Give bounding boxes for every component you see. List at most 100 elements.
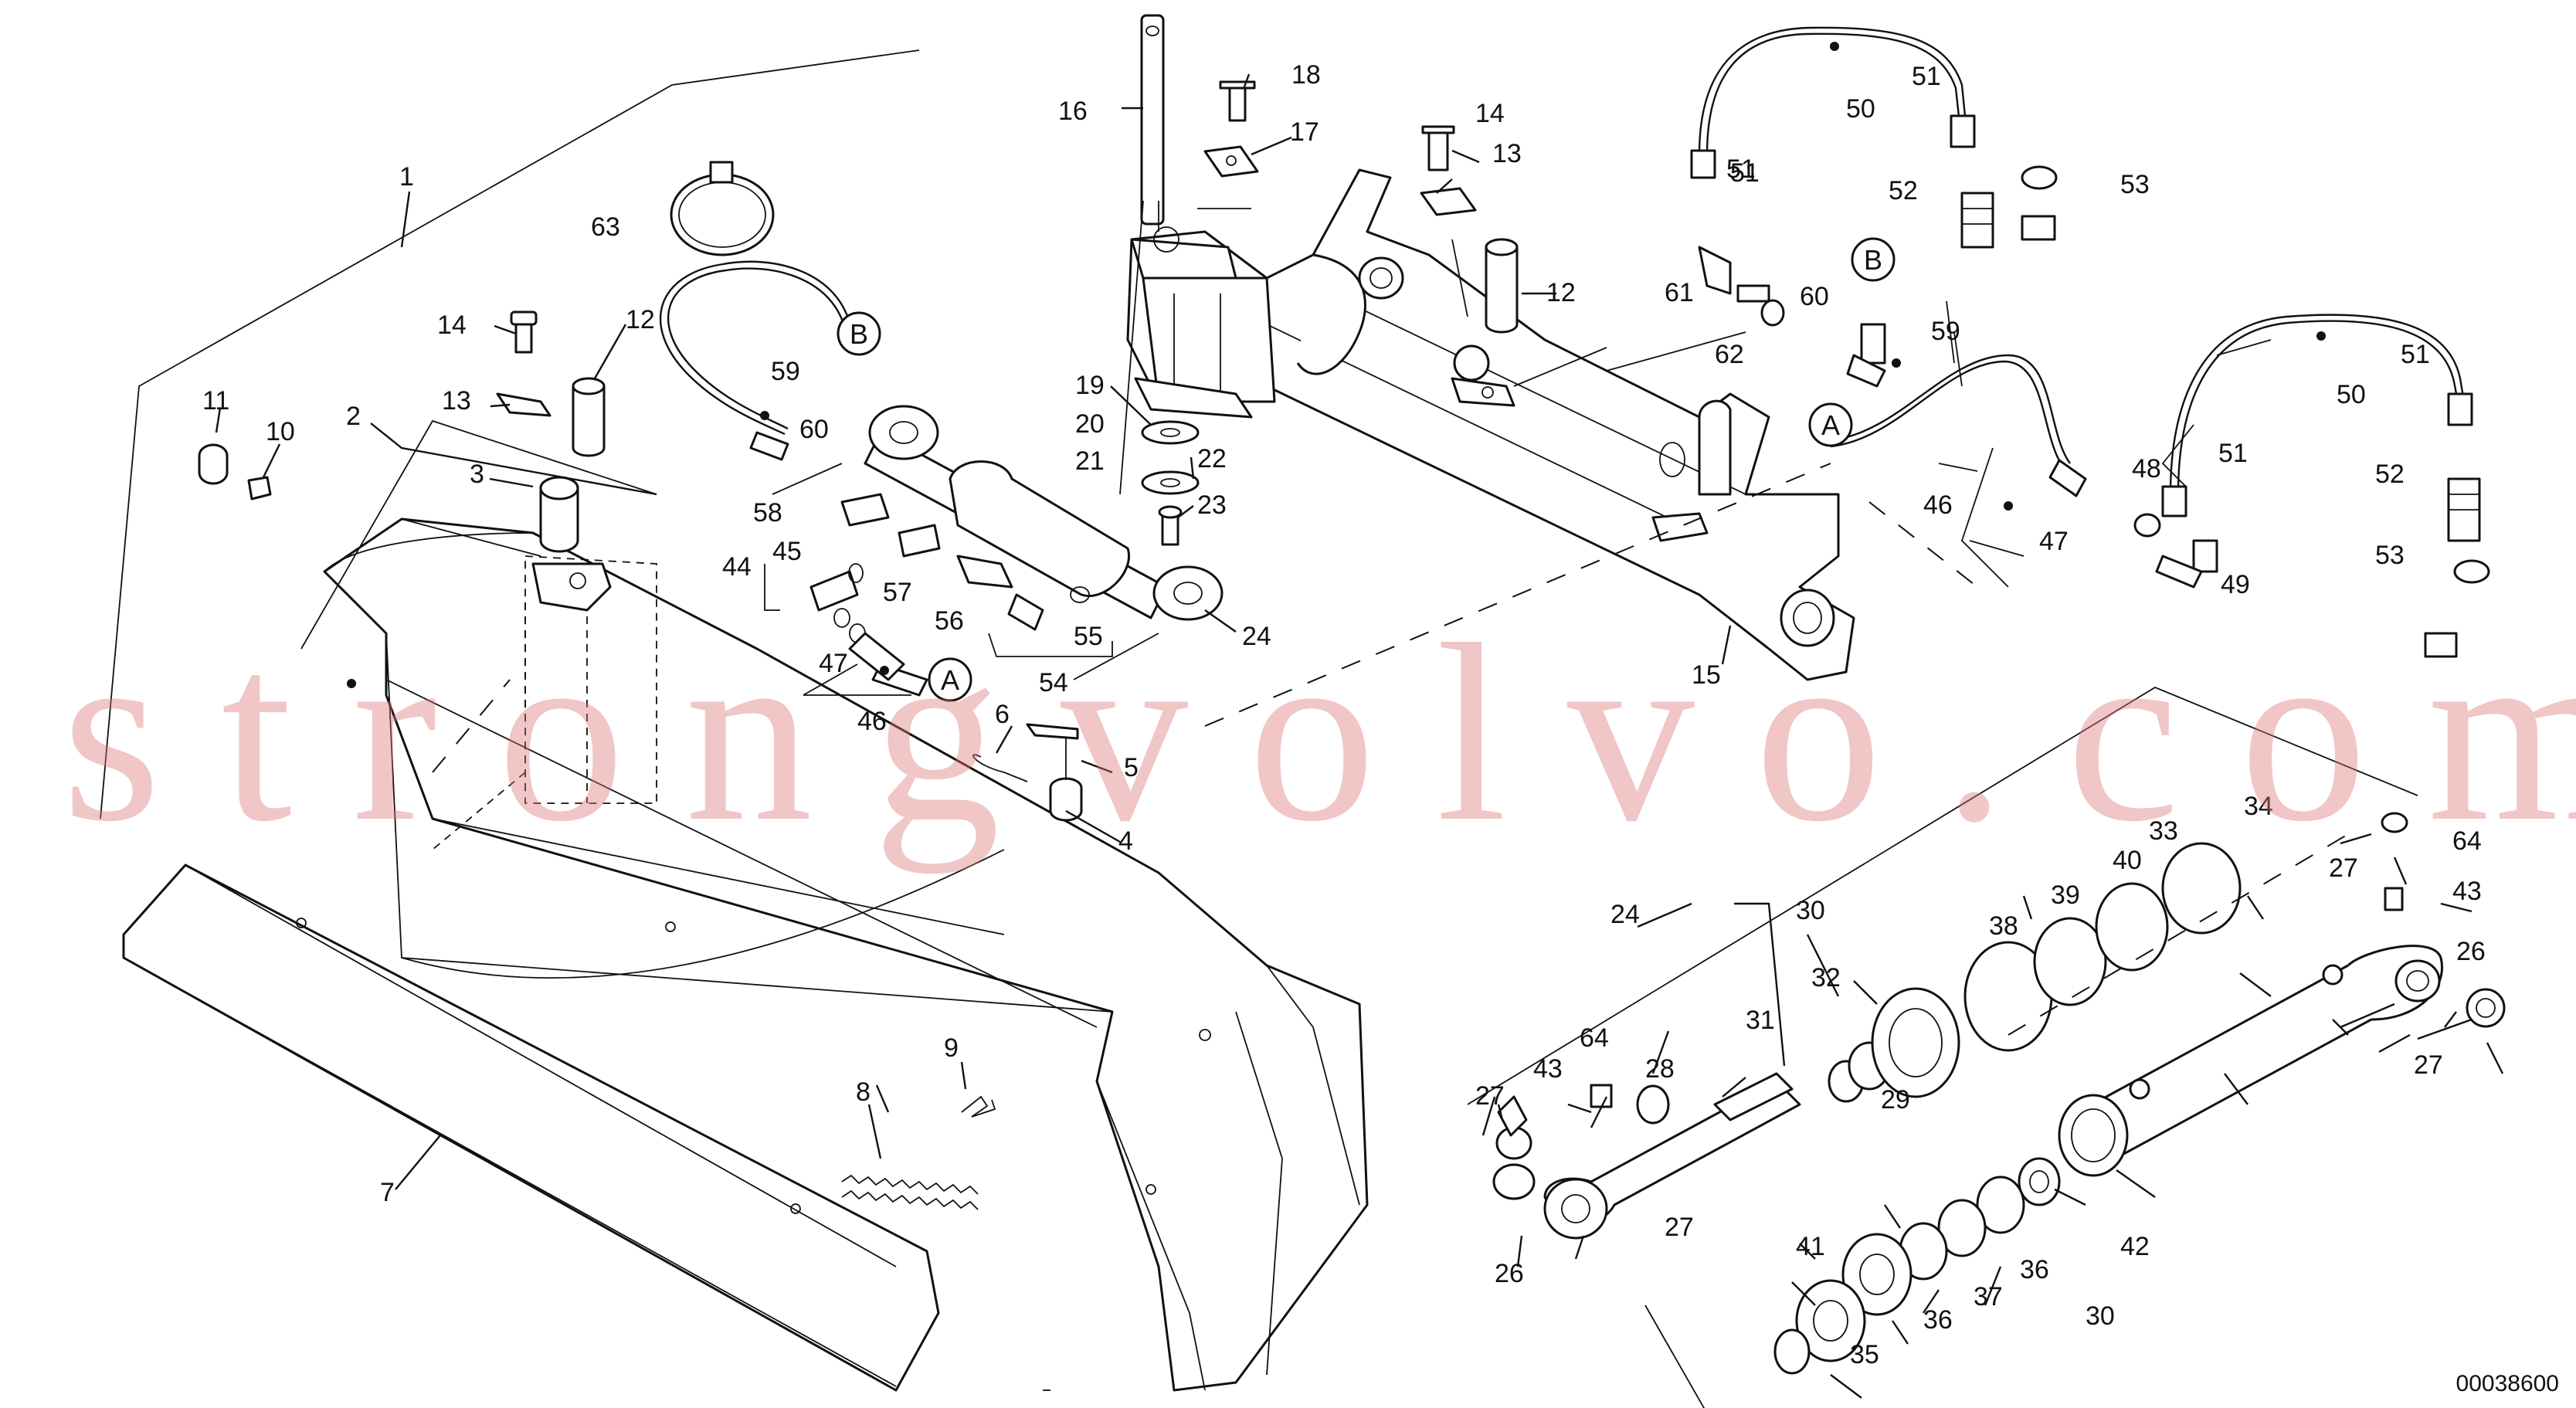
drawing-number: 00038600 [2456, 1371, 2559, 1396]
callout-37: 37 [1974, 1282, 2003, 1311]
tilt-cylinder-top [864, 405, 1224, 631]
connection-marker-a-right: A [1808, 402, 1853, 447]
mounting-frame-part-15 [1126, 168, 1855, 681]
callout-50-bottom: 50 [2337, 380, 2366, 409]
connection-marker-b-right: B [1851, 237, 1896, 282]
callout-27-top: 27 [2329, 853, 2358, 883]
callout-6: 6 [995, 700, 1010, 729]
hose-part-50-upper [1690, 26, 1976, 179]
callout-24-bottom: 24 [1610, 900, 1640, 929]
callout-50-top: 50 [1846, 94, 1875, 124]
callout-28: 28 [1645, 1054, 1675, 1084]
hose-a-center [1830, 354, 2087, 497]
callout-34: 34 [2244, 792, 2273, 821]
callout-numbers: 1 2 3 4 5 6 7 8 9 10 11 12 12 13 13 14 1… [202, 60, 2486, 1369]
callout-22: 22 [1197, 444, 1227, 473]
callout-45: 45 [772, 537, 802, 566]
callout-27-right: 27 [2414, 1050, 2443, 1080]
callout-35: 35 [1850, 1340, 1879, 1369]
callout-31: 31 [1746, 1006, 1775, 1035]
couplings-and-caps [1698, 165, 2490, 658]
callout-43-right: 43 [2452, 877, 2482, 906]
callout-47-right: 47 [2039, 527, 2069, 556]
marker-label: B [850, 318, 868, 350]
callout-51-upper-mid: 51 [1730, 158, 1760, 188]
callout-58: 58 [753, 498, 782, 528]
clip-part-9 [961, 1095, 996, 1118]
callout-63: 63 [591, 212, 620, 242]
callout-4: 4 [1118, 826, 1133, 856]
marker-label: A [1821, 409, 1840, 441]
callout-32: 32 [1811, 963, 1841, 992]
leader-lines [215, 73, 2504, 1399]
callout-15: 15 [1692, 660, 1721, 690]
callout-33: 33 [2149, 816, 2178, 846]
callout-51-mid: 51 [1726, 154, 1756, 184]
callout-29: 29 [1881, 1085, 1910, 1115]
callout-54: 54 [1039, 668, 1068, 697]
callout-64-left: 64 [1580, 1023, 1609, 1053]
exploded-cylinder-detail [1492, 812, 2506, 1375]
callout-55: 55 [1074, 622, 1103, 651]
callout-30-top: 30 [1796, 896, 1825, 925]
callout-13-left: 13 [442, 386, 471, 416]
callout-49: 49 [2221, 570, 2250, 599]
connection-marker-a-left: A [928, 657, 972, 702]
callout-17: 17 [1290, 117, 1319, 147]
callout-38: 38 [1989, 911, 2018, 941]
callout-12-left: 12 [626, 305, 655, 334]
cutting-edge-part-7 [122, 863, 940, 1392]
callout-23: 23 [1197, 490, 1227, 520]
callout-48: 48 [2132, 454, 2161, 483]
callout-12-right: 12 [1546, 278, 1576, 307]
callout-52-top: 52 [1889, 176, 1918, 205]
callout-13-right: 13 [1492, 139, 1522, 168]
callout-56: 56 [935, 606, 964, 636]
left-bushings-and-pins [198, 310, 1083, 822]
callout-60-right: 60 [1800, 282, 1829, 311]
connection-marker-b-left: B [837, 311, 881, 356]
callout-9: 9 [944, 1033, 959, 1063]
callout-43-left: 43 [1533, 1054, 1563, 1084]
callout-3: 3 [470, 460, 484, 489]
callout-16: 16 [1058, 97, 1088, 126]
callout-2: 2 [346, 402, 361, 431]
callout-11: 11 [202, 386, 229, 416]
callout-21: 21 [1075, 446, 1105, 476]
callout-51-right: 51 [2401, 340, 2430, 369]
callout-30-bottom: 30 [2086, 1301, 2115, 1331]
callout-20: 20 [1075, 409, 1105, 439]
callout-61: 61 [1665, 278, 1694, 307]
callout-40: 40 [2113, 846, 2142, 875]
assembly-lines [100, 49, 2418, 1408]
callout-10: 10 [266, 417, 295, 446]
marker-label: A [941, 664, 959, 696]
callout-47-left: 47 [819, 649, 848, 678]
callout-44: 44 [722, 552, 752, 582]
callout-42: 42 [2120, 1232, 2150, 1261]
callout-14-right: 14 [1475, 99, 1505, 128]
callout-14-left: 14 [437, 310, 467, 340]
callout-39: 39 [2051, 880, 2080, 910]
callout-41: 41 [1796, 1232, 1825, 1261]
callout-62: 62 [1715, 340, 1744, 369]
callout-19: 19 [1075, 371, 1105, 400]
callout-51-top: 51 [1912, 62, 1941, 91]
leader-dots [347, 42, 2326, 688]
hose-b-left [659, 260, 853, 461]
callout-51-lower: 51 [2218, 439, 2248, 468]
callout-53-top: 53 [2120, 170, 2150, 199]
callout-27-center: 27 [1665, 1213, 1694, 1242]
callout-26-left: 26 [1495, 1259, 1524, 1288]
callout-7: 7 [380, 1178, 395, 1207]
spring-part-8 [841, 1174, 979, 1210]
callout-8: 8 [856, 1077, 871, 1107]
callout-46-left: 46 [857, 707, 887, 736]
bucket-part-2 [323, 517, 1369, 1392]
pin-part-16 [1140, 14, 1519, 334]
callout-46-right: 46 [1923, 490, 1953, 520]
callout-36-right: 36 [2020, 1255, 2049, 1284]
callout-24-top: 24 [1242, 622, 1271, 651]
